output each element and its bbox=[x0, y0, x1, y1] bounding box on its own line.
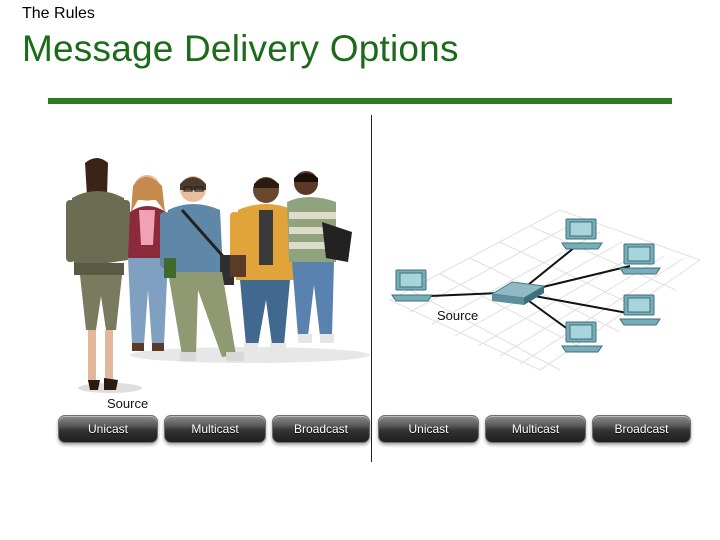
person-4 bbox=[230, 177, 296, 352]
network-unicast-button[interactable]: Unicast bbox=[378, 415, 479, 443]
slide-title: Message Delivery Options bbox=[22, 28, 459, 69]
person-3 bbox=[160, 176, 244, 361]
title-rule bbox=[48, 98, 672, 104]
network-source-label: Source bbox=[437, 308, 479, 323]
network-broadcast-button[interactable]: Broadcast bbox=[592, 415, 691, 443]
button-label: Multicast bbox=[511, 422, 560, 436]
section-label: The Rules bbox=[22, 5, 95, 22]
button-label: Broadcast bbox=[293, 422, 349, 436]
pc-3 bbox=[619, 294, 661, 326]
pc-2 bbox=[619, 243, 661, 275]
button-label: Multicast bbox=[191, 422, 239, 436]
pc-4 bbox=[561, 321, 603, 353]
button-label: Broadcast bbox=[614, 422, 669, 436]
source-pc bbox=[391, 269, 433, 302]
people-multicast-button[interactable]: Multicast bbox=[164, 415, 266, 443]
network-multicast-button[interactable]: Multicast bbox=[485, 415, 586, 443]
people-broadcast-button[interactable]: Broadcast bbox=[272, 415, 370, 443]
network-illustration bbox=[388, 209, 702, 371]
people-source-label: Source bbox=[107, 396, 149, 411]
person-2 bbox=[128, 175, 168, 351]
people-illustration bbox=[66, 158, 370, 393]
person-5 bbox=[287, 171, 352, 343]
pc-1 bbox=[561, 218, 603, 250]
person-source bbox=[66, 158, 130, 390]
button-label: Unicast bbox=[87, 422, 128, 436]
network-switch bbox=[490, 281, 546, 305]
button-label: Unicast bbox=[408, 422, 449, 436]
people-unicast-button[interactable]: Unicast bbox=[58, 415, 158, 443]
scene-divider bbox=[371, 115, 372, 462]
